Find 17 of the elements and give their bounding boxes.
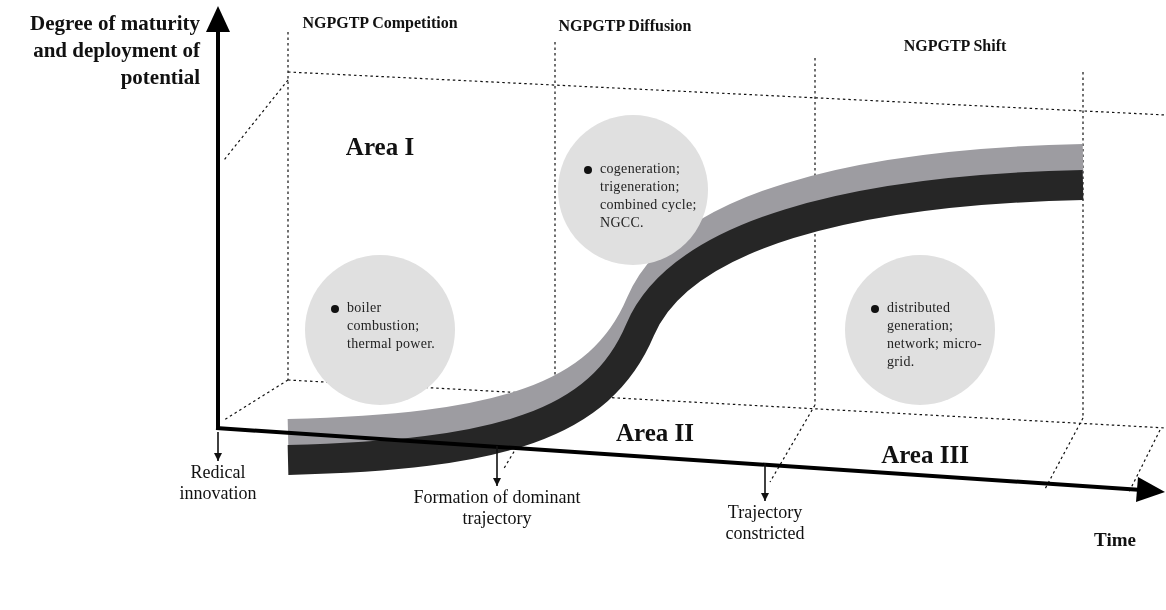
arrow (493, 445, 501, 487)
milestone-label: Formation of dominant trajectory (412, 487, 582, 529)
axis-title: Degree of maturity and deployment of potential (29, 10, 200, 91)
technology-list: distributed generation; network; micro-grid. (887, 299, 987, 371)
area-label: Area II (615, 418, 695, 447)
area-label: Area III (880, 440, 970, 469)
area-label: Area I (344, 132, 416, 161)
axis-title: Time (1093, 528, 1137, 551)
arrow (761, 462, 769, 502)
phase-heading: NGPGTP Diffusion (557, 16, 693, 36)
milestone-label: Trajectory constricted (724, 502, 806, 544)
phase-heading: NGPGTP Competition (301, 13, 459, 33)
arrow (214, 431, 222, 462)
milestone-label: Redical innovation (178, 462, 258, 504)
technology-list: boiler combustion; thermal power. (347, 299, 437, 353)
phase-heading: NGPGTP Shift (902, 36, 1008, 56)
technology-list: cogeneration; trigeneration; combined cycle; NGCC. (600, 160, 700, 232)
